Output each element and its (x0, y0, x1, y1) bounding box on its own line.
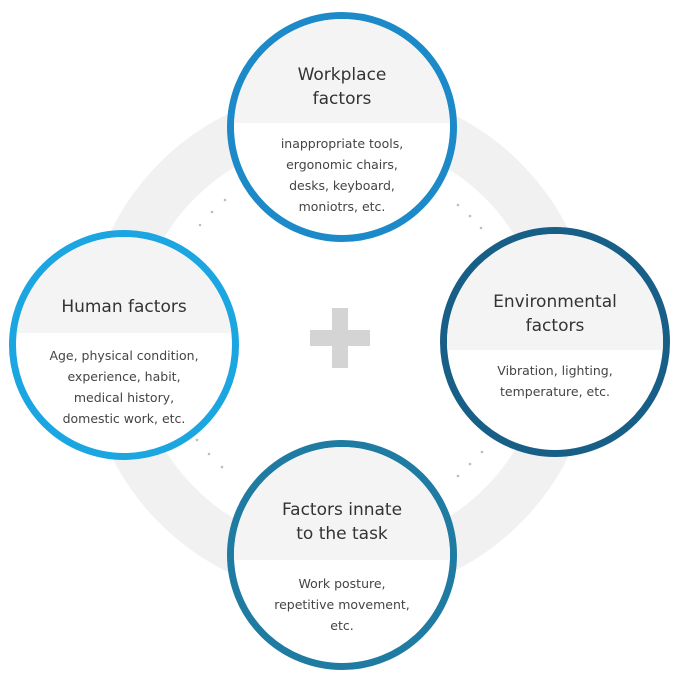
task-factors-text: Work posture, repetitive movement, etc. (274, 576, 410, 633)
human-factors-circle: Human factors Age, physical condition, e… (9, 230, 239, 460)
workplace-factors-title: Workplace factors (297, 65, 387, 109)
human-factors-title: Human factors (61, 297, 187, 317)
environmental-factors-header: Environmental factors (447, 234, 663, 350)
plus-icon (310, 308, 370, 368)
workplace-factors-text: inappropriate tools, ergonomic chairs, d… (280, 136, 404, 214)
task-factors-title: Factors innate to the task (281, 500, 403, 544)
plus-icon-vertical-bar (332, 308, 348, 368)
task-factors-circle: Factors innate to the task Work posture,… (227, 440, 457, 670)
environmental-factors-text: Vibration, lighting, temperature, etc. (497, 363, 613, 399)
task-factors-header: Factors innate to the task (234, 447, 450, 560)
environmental-factors-circle: Environmental factors Vibration, lightin… (440, 227, 670, 457)
environmental-factors-title: Environmental factors (493, 292, 617, 336)
workplace-factors-header: Workplace factors (234, 19, 450, 123)
workplace-factors-circle: Workplace factors inappropriate tools, e… (227, 12, 457, 242)
human-factors-text: Age, physical condition, experience, hab… (49, 348, 199, 426)
human-factors-header: Human factors (16, 237, 232, 333)
